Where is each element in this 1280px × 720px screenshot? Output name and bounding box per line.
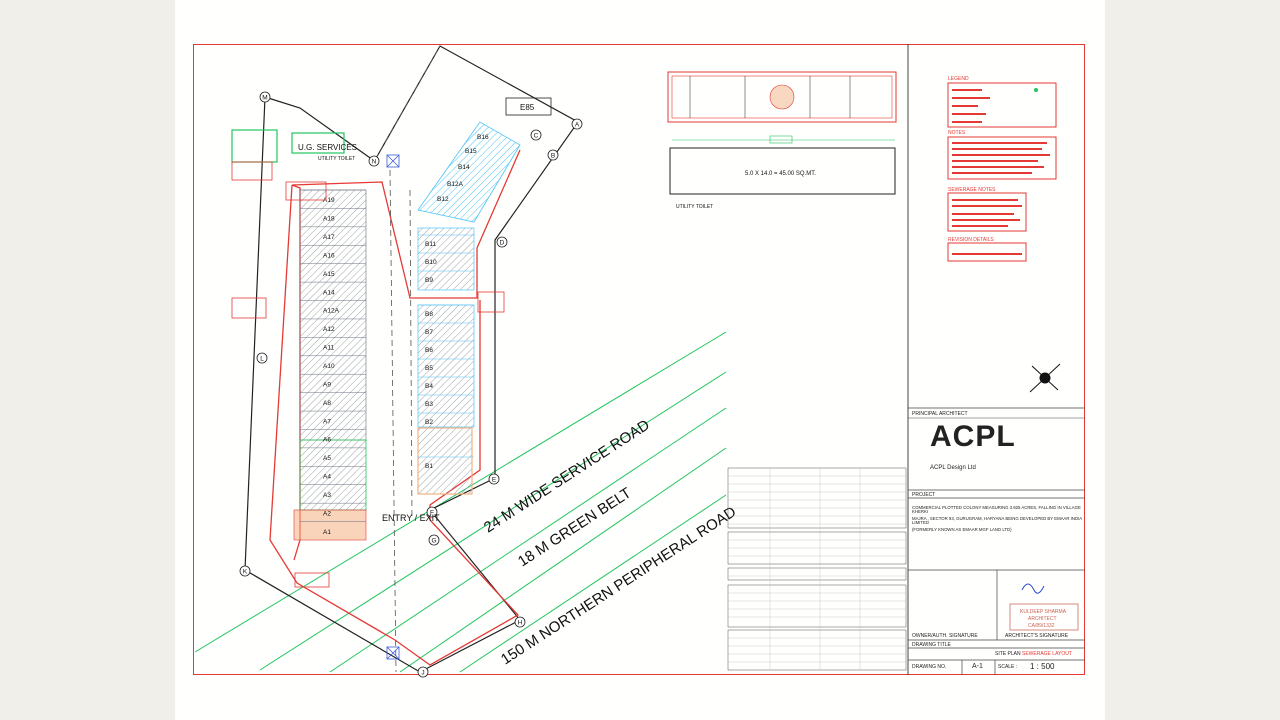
peripheral-road-label: 150 M NORTHERN PERIPHERAL ROAD [498, 503, 739, 668]
firm-name: ACPL Design Ltd [930, 465, 976, 471]
north-arrow [1029, 363, 1061, 393]
plot-label-b-upper: B15 [465, 148, 477, 155]
owner-signature-label: OWNER/AUTH. SIGNATURE [912, 633, 978, 639]
plot-label-b-upper: B12A [447, 181, 464, 188]
acpl-logo: ACPL [930, 420, 1016, 453]
plot-label-a: A9 [323, 381, 331, 388]
legend-heading: LEGEND [948, 76, 969, 82]
point-label: G [431, 538, 436, 545]
sewerage-notes-heading: SEWERAGE NOTES [948, 187, 996, 193]
utility-toilet-small-label: UTILITY TOILET [318, 156, 355, 162]
plot-label-b: B1 [425, 463, 433, 470]
plot-label-a: A18 [323, 216, 335, 223]
point-label: N [372, 159, 377, 166]
point-label: D [500, 240, 505, 247]
stamp-name: KULDEEP SHARMA [1020, 609, 1067, 615]
project-heading: PROJECT [912, 492, 936, 498]
plot-label-b: B2 [425, 419, 433, 426]
drawing-no-value: A-1 [972, 663, 983, 670]
project-line-2: MAJRA , SECTOR 93, GURUGRAM, HARYANA BEI… [912, 516, 1082, 526]
us-services-label: U.G. SERVICES [298, 143, 357, 152]
us-services-box [291, 132, 345, 154]
notes-heading: NOTES [948, 130, 966, 136]
stamp-title: ARCHITECT [1028, 616, 1057, 622]
plot-label-b: B10 [425, 259, 437, 266]
plot-label-a: A4 [323, 474, 331, 481]
plot-label-a: A19 [323, 197, 335, 204]
plot-label-a: A15 [323, 271, 335, 278]
drawing-title-label: DRAWING TITLE [912, 642, 951, 648]
toilet-area-box [669, 147, 896, 195]
plot-label-a: A6 [323, 437, 331, 444]
project-line-3: (FORMERLY KNOWN AS EMAAR MGF LAND LTD) [912, 527, 1012, 532]
drawing-title-2: SEWERAGE LAYOUT [1022, 651, 1072, 657]
architect-signature-label: ARCHITECT'S SIGNATURE [1005, 633, 1069, 639]
plot-label-a: A8 [323, 400, 331, 407]
plot-label-b: B5 [425, 365, 433, 372]
plot-label-b: B3 [425, 401, 433, 408]
service-road-label: 24 M WIDE SERVICE ROAD [481, 416, 653, 536]
plot-label-a: A5 [323, 455, 331, 462]
point-label: C [534, 133, 539, 140]
scale-label: SCALE : [998, 664, 1018, 670]
entry-exit-label: ENTRY / EXIT [382, 513, 440, 523]
services-box [231, 129, 278, 163]
plot-label-a: A16 [323, 252, 335, 259]
point-label: L [260, 356, 264, 363]
point-label: J [421, 670, 424, 677]
plot-label-a: A12 [323, 326, 335, 333]
plot-label-a: A3 [323, 492, 331, 499]
plot-label-b: B11 [425, 241, 436, 248]
point-label: E [492, 477, 497, 484]
plot-label-b: B8 [425, 311, 433, 318]
plot-label-b: B7 [425, 329, 433, 336]
architect-stamp [1009, 583, 1079, 631]
plot-label-a: A2 [323, 510, 331, 517]
plot-label-a: A17 [323, 234, 335, 241]
revision-heading: REVISION DETAILS [948, 237, 994, 243]
point-label: K [243, 569, 248, 576]
block-a [293, 189, 367, 541]
drawing-no-label: DRAWING NO. [912, 664, 947, 670]
legend-notes [947, 82, 1057, 262]
survey-points: A B C D E F G H J K L M N [239, 91, 583, 678]
stamp-reg: CA/89/1332 [1028, 623, 1055, 629]
plot-label-b-upper: B14 [458, 164, 470, 171]
principal-architect-label: PRINCIPAL ARCHITECT [912, 411, 968, 417]
point-label: F [430, 510, 434, 517]
plot-label-b-upper: B16 [477, 134, 489, 141]
toilet-area-label: 5.0 X 14.0 = 45.00 SQ.MT. [745, 171, 816, 177]
plot-label-a: A11 [323, 345, 334, 352]
plot-label-a: A1 [323, 529, 331, 536]
plot-label-a: A12A [323, 308, 340, 315]
drawing-title-1: SITE PLAN [995, 651, 1021, 657]
block-e85-label: E85 [520, 103, 535, 112]
plot-label-a: A10 [323, 363, 335, 370]
point-label: A [575, 122, 580, 129]
plot-label-a: A14 [323, 289, 335, 296]
point-label: B [551, 153, 555, 160]
plot-label-b: B4 [425, 383, 433, 390]
area-tables [727, 467, 907, 671]
plot-label-a: A7 [323, 418, 331, 425]
point-label: H [518, 620, 523, 627]
plot-label-b: B6 [425, 347, 433, 354]
drawing-border [193, 44, 1085, 675]
block-b [417, 121, 521, 495]
project-line-1: COMMERCIAL PLOTTED COLONY MEASURING 3.92… [912, 505, 1081, 515]
scale-value: 1 : 500 [1030, 662, 1055, 671]
utility-toilet-label: UTILITY TOILET [676, 204, 713, 210]
plot-label-b-upper: B12 [437, 196, 449, 203]
plot-label-b: B9 [425, 277, 433, 284]
point-label: M [262, 95, 267, 102]
toilet-plan [667, 71, 897, 144]
